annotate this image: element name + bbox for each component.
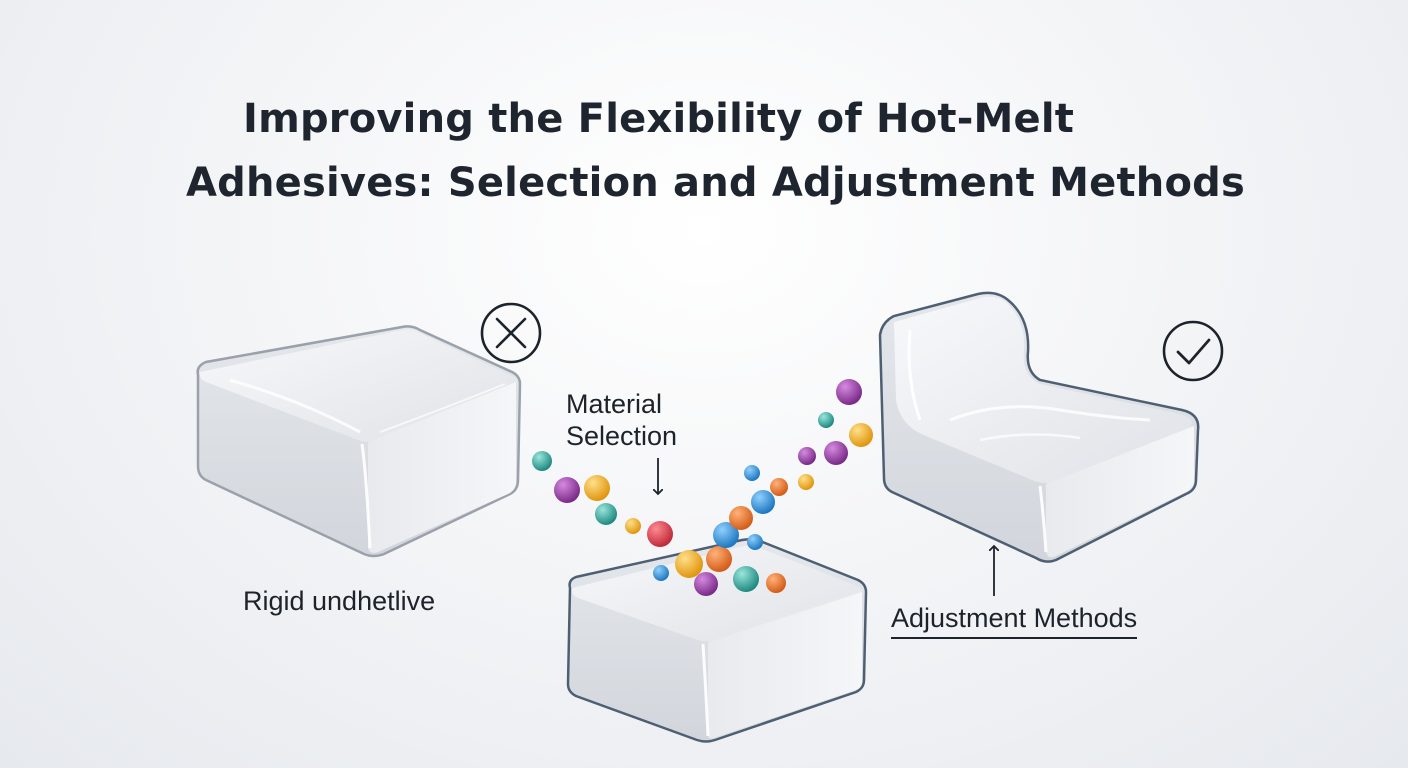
bead <box>824 441 848 465</box>
center-block <box>566 537 868 743</box>
bead <box>751 490 775 514</box>
bead <box>532 451 552 471</box>
material-label-line-2: Selection <box>566 421 678 451</box>
bead <box>647 521 673 547</box>
bead <box>744 465 760 481</box>
bead <box>706 546 732 572</box>
bead <box>798 474 814 490</box>
adjustment-methods-label: Adjustment Methods <box>891 603 1138 639</box>
bead <box>849 423 873 447</box>
bead <box>798 447 816 465</box>
bead <box>625 518 641 534</box>
check-circle-icon <box>1162 320 1224 382</box>
rigid-label: Rigid undhetlive <box>243 586 436 616</box>
material-selection-label: Material Selection <box>566 388 677 452</box>
bead <box>713 522 739 548</box>
rigid-block <box>196 325 522 558</box>
bead <box>595 503 617 525</box>
material-beads <box>532 379 873 596</box>
bead <box>554 477 580 503</box>
title-line-2: Adhesives: Selection and Adjustment Meth… <box>186 160 1245 206</box>
bead <box>770 478 788 496</box>
bead <box>729 506 753 530</box>
title-line-1: Improving the Flexibility of Hot-Melt <box>243 96 1075 142</box>
x-circle-icon <box>480 302 542 364</box>
flexible-block <box>878 291 1200 563</box>
bead <box>584 475 610 501</box>
bead <box>818 412 834 428</box>
bead <box>747 534 763 550</box>
bead <box>733 566 759 592</box>
material-label-line-1: Material <box>566 389 663 419</box>
bead <box>694 572 718 596</box>
bead <box>766 573 786 593</box>
bead <box>675 550 703 578</box>
bead <box>653 565 669 581</box>
bead <box>836 379 862 405</box>
